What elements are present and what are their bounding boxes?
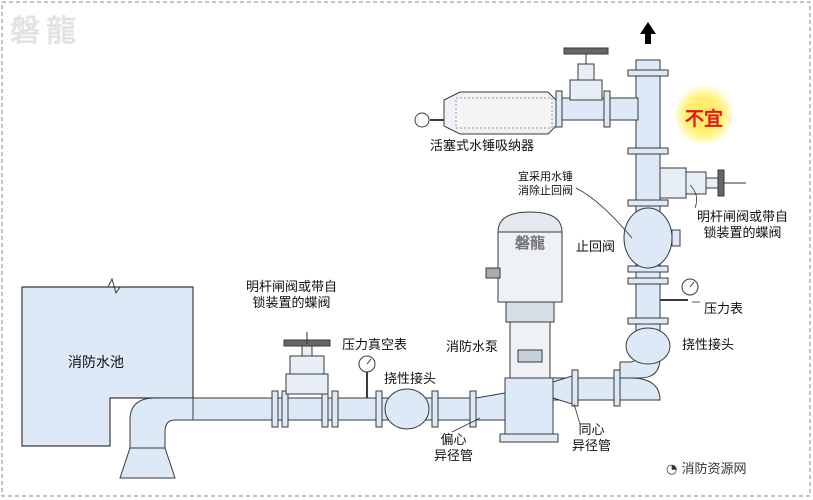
eccentric-reducer-shape <box>475 392 506 421</box>
pool-label: 消防水池 <box>68 355 124 371</box>
pool-shape <box>21 286 194 447</box>
arrester-branch-pipe <box>555 97 639 121</box>
brand-logo: 磐龍 <box>10 14 82 49</box>
suction-valve-label: 明杆闸阀或带自 锁装置的蝶阀 <box>246 280 337 312</box>
wechat-icon: ◔ <box>666 462 682 477</box>
concentric-reducer-label: 同心 异径管 <box>572 423 611 455</box>
not-recommended-badge: 不宜 <box>674 85 734 145</box>
check-valve-shape <box>623 207 673 269</box>
riser-flanges <box>627 69 669 325</box>
eccentric-reducer-label-line1: 偏心 <box>440 433 467 448</box>
pool-break-mark <box>107 277 121 295</box>
suction-pipe <box>192 397 504 421</box>
discharge-valve-label-line2: 锁装置的蝶阀 <box>703 226 782 241</box>
suction-flexible-joint-label: 挠性接头 <box>384 372 437 387</box>
eccentric-reducer-label-line2: 异径管 <box>434 449 474 464</box>
suction-gate-valve <box>283 332 331 395</box>
pump-label: 消防水泵 <box>446 340 499 355</box>
badge-text: 不宜 <box>684 108 723 130</box>
concentric-reducer-label-line2: 异径管 <box>572 439 612 454</box>
riser-elbow <box>619 377 661 401</box>
source-watermark: ◔ 消防资源网 <box>666 458 747 477</box>
suction-flanges <box>271 390 477 428</box>
suction-valve-label-line2: 锁装置的蝶阀 <box>252 296 331 311</box>
motor-logo: 磐龍 <box>514 234 545 252</box>
outlet-arrow-head <box>640 22 656 34</box>
discharge-gate-valve <box>659 167 746 199</box>
water-hammer-arrester-label: 活塞式水锤吸纳器 <box>430 139 535 154</box>
check-valve-label: 止回阀 <box>576 240 616 255</box>
discharge-valve-label: 明杆闸阀或带自 锁装置的蝶阀 <box>697 210 788 242</box>
suction-valve-label-line1: 明杆闸阀或带自 <box>246 280 338 295</box>
arrester-gate-valve <box>563 47 609 101</box>
pressure-gauge-label: 压力表 <box>704 302 744 317</box>
vacuum-gauge-label: 压力真空表 <box>342 338 408 353</box>
check-valve-note: 宜采用水锤 消除止回阀 <box>518 170 573 198</box>
pressure-gauge <box>660 278 699 301</box>
discharge-valve-label-line1: 明杆闸阀或带自 <box>697 210 789 225</box>
suction-flexible-joint <box>384 388 430 430</box>
suction-bell <box>119 447 176 479</box>
concentric-reducer-label-line1: 同心 <box>578 423 605 438</box>
discharge-flexible-joint-label: 挠性接头 <box>682 338 735 353</box>
fire-pump <box>485 211 563 443</box>
eccentric-reducer-label: 偏心 异径管 <box>434 433 473 465</box>
check-valve-note-line2: 消除止回阀 <box>518 184 573 197</box>
discharge-flexible-joint <box>625 327 671 365</box>
arrester-gauge <box>414 112 430 128</box>
vacuum-gauge <box>358 355 376 398</box>
source-text: 消防资源网 <box>681 462 747 477</box>
leader-lines <box>451 184 700 433</box>
check-valve-note-line1: 宜采用水锤 <box>518 170 573 183</box>
